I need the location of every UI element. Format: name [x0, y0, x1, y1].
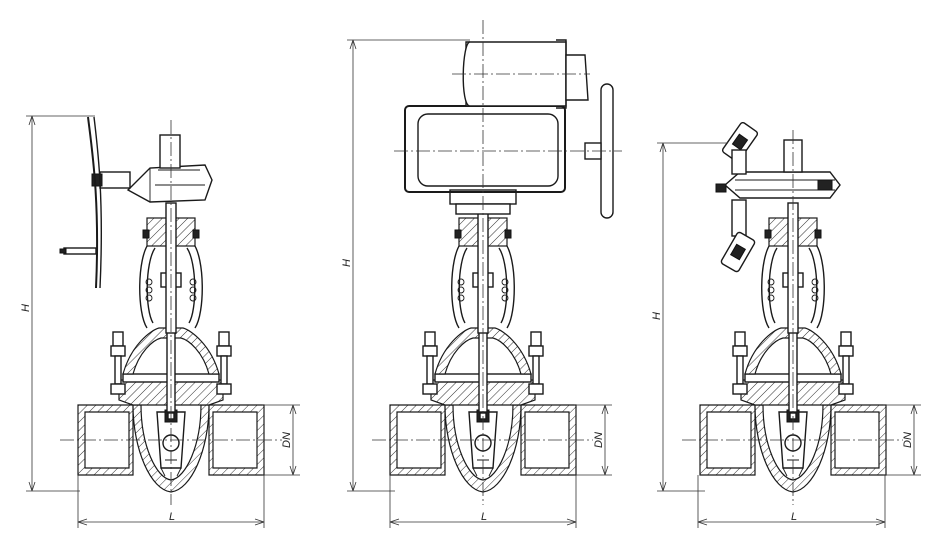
dim-DN-label-3: DN: [902, 432, 914, 448]
dim-DN-label-2: DN: [593, 432, 605, 448]
dim-DN-label: DN: [281, 432, 293, 448]
dim-L-label-3: L: [791, 511, 797, 523]
view-electric-actuator: H L DN: [341, 20, 622, 528]
dim-L-label-2: L: [481, 511, 487, 523]
view-handwheel: H L DN: [20, 115, 300, 528]
view-gear-chain: H L DN: [651, 121, 921, 528]
dim-H-label-2: H: [341, 259, 353, 267]
dim-L-label: L: [169, 511, 175, 523]
dim-H-label: H: [20, 304, 32, 312]
dim-H-label-3: H: [651, 312, 663, 320]
